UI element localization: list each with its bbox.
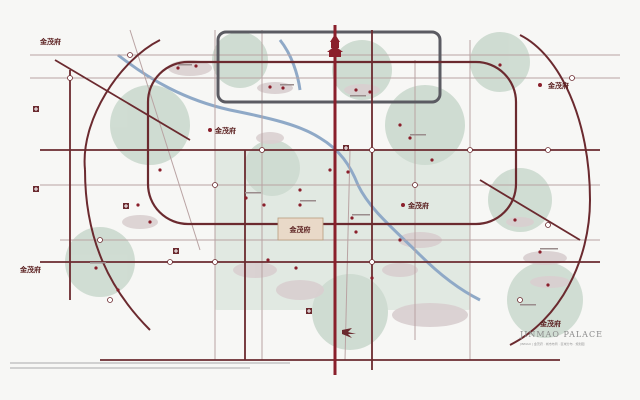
hospital-cross-marks [34, 107, 348, 313]
credits-block [10, 362, 310, 372]
poi-markers [94, 63, 550, 292]
project-label: 金茂府 [289, 225, 311, 234]
park-areas [65, 32, 583, 350]
landmark-icon [327, 34, 343, 57]
footer-title: JINMAO PALACE [520, 330, 603, 339]
third-ring-road [146, 60, 518, 226]
svg-text:金茂府: 金茂府 [39, 37, 61, 46]
credit-line [10, 362, 290, 364]
brand-markers: 金茂府 金茂府 金茂府 金茂府 金茂府 金茂府 [19, 37, 569, 328]
svg-text:金茂府: 金茂府 [547, 81, 569, 90]
svg-text:金茂府: 金茂府 [407, 201, 429, 210]
credit-line [10, 367, 250, 369]
illegible-labels [90, 64, 558, 306]
svg-text:金茂府: 金茂府 [19, 265, 41, 274]
minor-roads [30, 29, 620, 361]
svg-text:金茂府: 金茂府 [214, 126, 236, 135]
second-ring-road [216, 30, 442, 104]
airport-icon [342, 328, 356, 338]
footer-subtitle: JINMAO | 金茂府 · 城市布局 · 区域分布 · 规划图 [520, 342, 585, 346]
junction-markers [67, 52, 575, 303]
major-roads [40, 30, 600, 370]
project-site[interactable]: 金茂府 [277, 217, 324, 241]
svg-text:金茂府: 金茂府 [539, 319, 561, 328]
lake-channel [278, 39, 302, 91]
